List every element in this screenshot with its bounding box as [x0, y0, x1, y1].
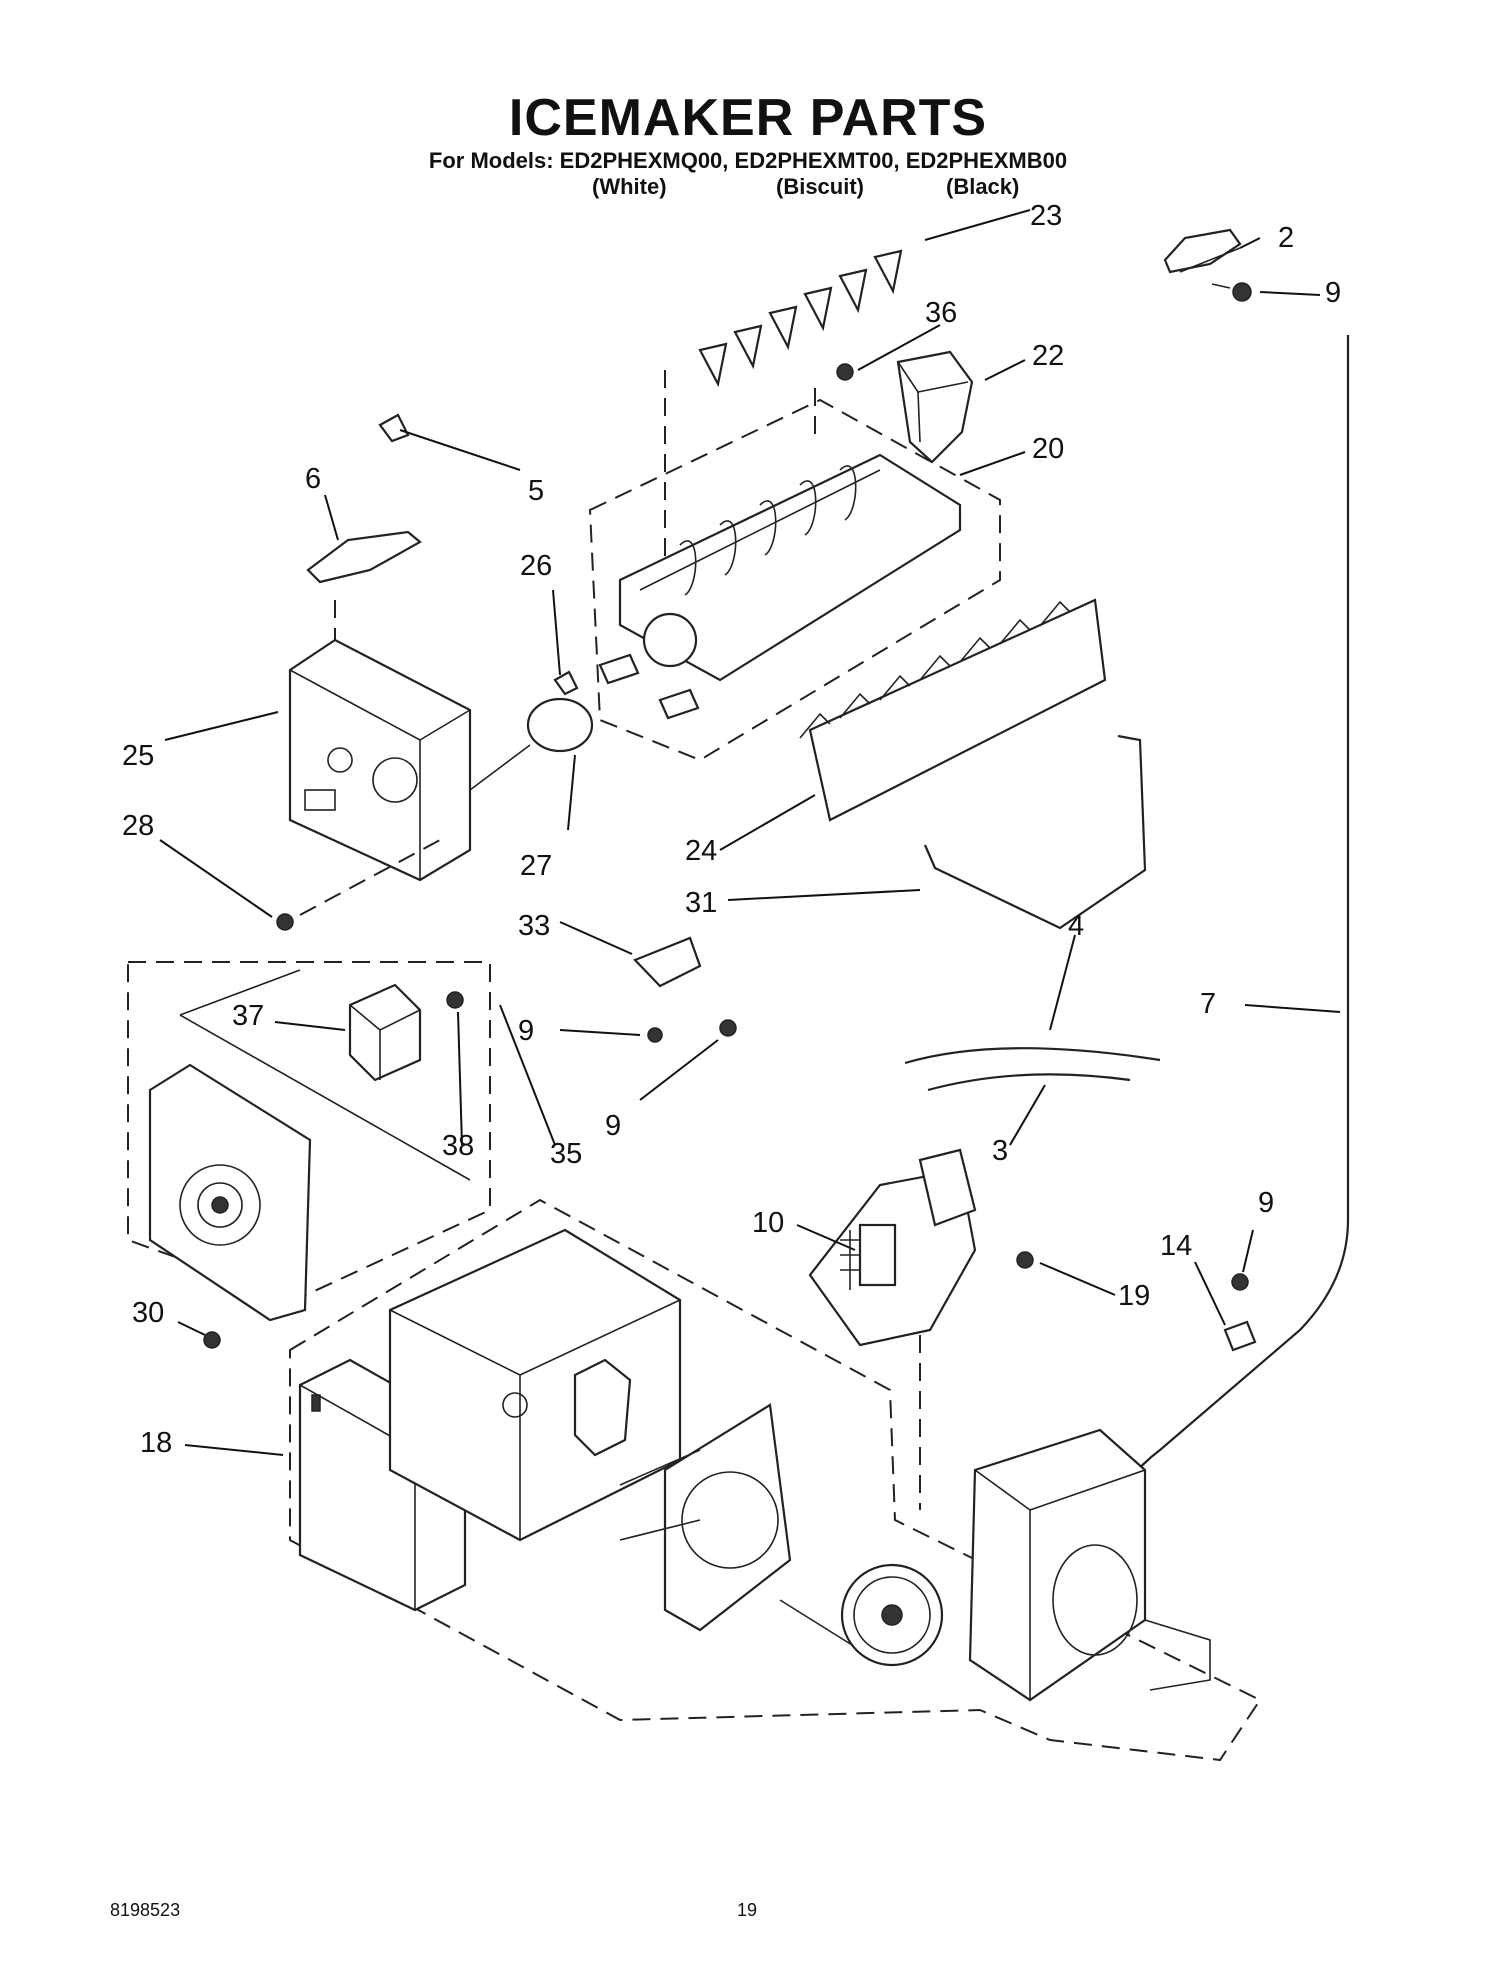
part-10-water-valve: [808, 1148, 977, 1347]
part-35-mounting-plate: [148, 1063, 312, 1322]
callout-3: 3: [992, 1135, 1008, 1167]
part-27-thermostat: [469, 697, 594, 791]
callout-7: 7: [1200, 988, 1216, 1020]
mold-dashed-outline: [588, 398, 1001, 762]
fan-blower-wheel: [840, 1563, 944, 1667]
part-3-tube: [927, 1073, 1131, 1092]
callout-9: 9: [605, 1110, 621, 1142]
callout-20: 20: [1032, 433, 1064, 465]
callout-25: 25: [122, 740, 154, 772]
part-25-housing: [288, 638, 472, 882]
callout-36: 36: [925, 297, 957, 329]
part-24-stripper: [799, 598, 1107, 822]
callout-18: 18: [140, 1427, 172, 1459]
callout-24: 24: [685, 835, 717, 867]
callout-4: 4: [1068, 910, 1084, 942]
callout-27: 27: [520, 850, 552, 882]
callout-leader-lines: [159, 209, 1341, 1456]
callout-14: 14: [1160, 1230, 1192, 1262]
callout-10: 10: [752, 1207, 784, 1239]
part-2-bracket: [1163, 228, 1242, 274]
screw-icon: [276, 913, 294, 931]
callout-33: 33: [518, 910, 550, 942]
duct-housing: [968, 1428, 1211, 1702]
callout-31: 31: [685, 887, 717, 919]
variant-biscuit: (Biscuit): [776, 174, 864, 199]
part-14-clamp: [1223, 1320, 1257, 1352]
part-20-mold: [598, 453, 962, 720]
page-number: 19: [737, 1900, 758, 1920]
callout-6: 6: [305, 463, 321, 495]
part-4-tube: [904, 1047, 1161, 1065]
callout-9: 9: [1258, 1187, 1274, 1219]
callout-9: 9: [1325, 277, 1341, 309]
callout-23: 23: [1030, 200, 1062, 232]
part-37-motor: [348, 983, 422, 1082]
part-5-clip: [378, 413, 410, 443]
screw-icon: [1211, 282, 1252, 302]
part-23-ejector: [651, 226, 924, 388]
motor-assembly-dashed-outline: [127, 961, 491, 1302]
callout-22: 22: [1032, 340, 1064, 372]
part-18-housing-assembly: [298, 1228, 861, 1651]
screw-icon: [1016, 1251, 1034, 1269]
callout-28: 28: [122, 810, 154, 842]
callout-9: 9: [518, 1015, 534, 1047]
variant-black: (Black): [946, 174, 1020, 199]
callout-2: 2: [1278, 222, 1294, 254]
callout-38: 38: [442, 1130, 474, 1162]
models-line: For Models: ED2PHEXMQ00, ED2PHEXMT00, ED…: [428, 148, 1068, 173]
icemaker-housing-dashed-outline: [289, 1198, 1262, 1762]
screw-icon: [1231, 1273, 1249, 1291]
callout-26: 26: [520, 550, 552, 582]
motor-assembly-guide-lines: [179, 969, 471, 1181]
part-26-clip: [553, 670, 579, 696]
callout-35: 35: [550, 1138, 582, 1170]
part-22-fill-cup: [896, 350, 974, 464]
part-6-shield: [306, 530, 422, 584]
screw-icon: [203, 1331, 221, 1349]
callout-5: 5: [528, 475, 544, 507]
callout-37: 37: [232, 1000, 264, 1032]
part-33-cover: [633, 936, 702, 988]
part-31-shutoff-arm: [923, 734, 1147, 930]
callout-19: 19: [1118, 1280, 1150, 1312]
callout-30: 30: [132, 1297, 164, 1329]
screw-icon: [836, 363, 854, 381]
part-7-fill-tube: [1098, 335, 1350, 1531]
screw-icon: [719, 1019, 737, 1037]
screw-icon: [446, 991, 464, 1009]
document-number: 8198523: [110, 1900, 181, 1920]
variant-white: (White): [592, 174, 667, 199]
screw-icon: [647, 1027, 663, 1043]
page-title: ICEMAKER PARTS: [508, 89, 988, 147]
